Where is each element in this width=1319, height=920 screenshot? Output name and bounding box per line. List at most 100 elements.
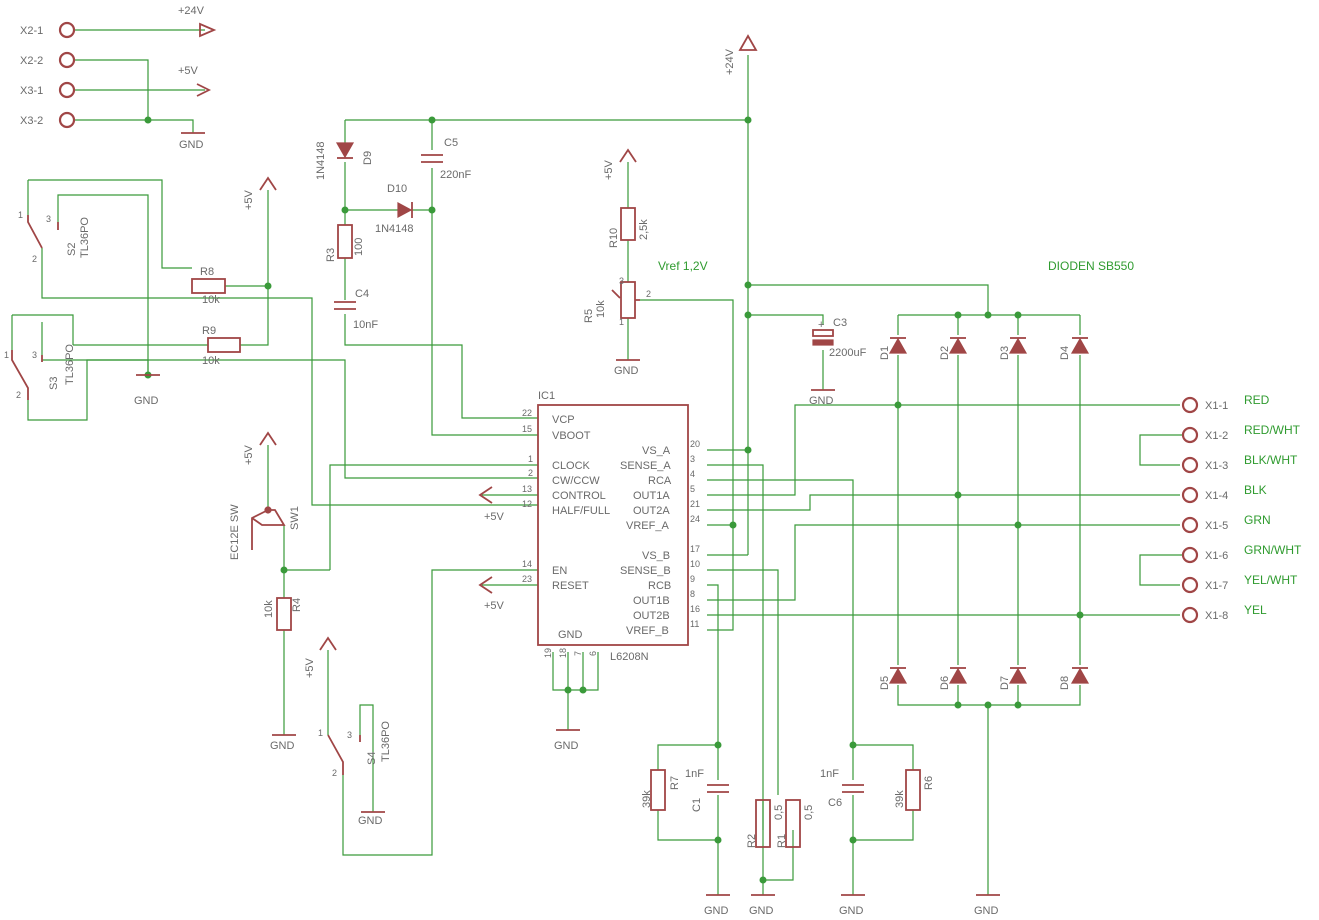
pin-name: HALF/FULL (552, 505, 610, 517)
pin-name: VCP (552, 414, 575, 426)
diode-d1: D1 (879, 337, 908, 360)
svg-text:TL36PO: TL36PO (64, 344, 76, 385)
supply-label: +24V (724, 48, 736, 75)
pin-num: 10 (690, 559, 700, 569)
svg-text:1: 1 (4, 350, 9, 360)
svg-text:1: 1 (18, 210, 23, 220)
port-x1-1: X1-1 (1205, 400, 1228, 412)
arrow-up-icon (259, 176, 277, 191)
svg-text:R3: R3 (325, 248, 337, 262)
pin-num: 17 (690, 544, 700, 554)
wire-blk-wht: BLK/WHT (1244, 453, 1298, 467)
gnd-label: GND (809, 395, 834, 407)
svg-text:3: 3 (619, 276, 624, 286)
svg-text:D5: D5 (879, 676, 891, 690)
svg-text:2,5k: 2,5k (638, 219, 650, 240)
note-vref: Vref 1,2V (658, 259, 708, 273)
pin-num: 24 (690, 514, 700, 524)
svg-text:D4: D4 (1059, 346, 1071, 360)
wire-color-labels: RED RED/WHT BLK/WHT BLK GRN GRN/WHT YEL/… (658, 259, 1302, 617)
svg-text:2: 2 (332, 768, 337, 778)
resistor-r4: 10k R4 (263, 597, 303, 631)
gnd-label: GND (749, 905, 774, 917)
svg-text:10k: 10k (202, 355, 220, 367)
svg-text:10k: 10k (263, 600, 275, 618)
port-x1-8: X1-8 (1205, 610, 1228, 622)
svg-text:C4: C4 (355, 288, 369, 300)
wire-grn-wht: GRN/WHT (1244, 543, 1302, 557)
switch-sw1: EC12E SW SW1 (229, 504, 301, 560)
svg-text:1nF: 1nF (820, 768, 839, 780)
svg-text:R2: R2 (746, 834, 758, 848)
gnd-label: GND (554, 740, 579, 752)
svg-text:D10: D10 (387, 183, 407, 195)
pin-name: OUT2B (633, 610, 670, 622)
svg-text:0,5: 0,5 (773, 805, 785, 820)
gnd-label: GND (358, 815, 383, 827)
pin-num: 22 (522, 408, 532, 418)
arrow-up-icon (619, 148, 637, 163)
svg-text:S2: S2 (66, 243, 78, 256)
svg-text:D3: D3 (999, 346, 1011, 360)
wire-yel: YEL (1244, 603, 1267, 617)
pin-num: 23 (522, 574, 532, 584)
pin-num: 16 (690, 604, 700, 614)
gnd-label: GND (839, 905, 864, 917)
arrow-up-icon (319, 636, 337, 651)
pin-num: 13 (522, 484, 532, 494)
svg-text:D7: D7 (999, 676, 1011, 690)
svg-text:C3: C3 (833, 317, 847, 329)
wire-grn: GRN (1244, 513, 1271, 527)
pin-num: 2 (528, 468, 533, 478)
capacitor-c5: C5 220nF (421, 137, 471, 181)
arrow-left-icon (478, 576, 493, 594)
wire-red-wht: RED/WHT (1244, 423, 1301, 437)
diode-d8: D8 (1059, 667, 1090, 690)
supply-label: +5V (178, 65, 199, 77)
svg-text:2: 2 (32, 254, 37, 264)
supply-label: +5V (243, 444, 255, 465)
svg-text:220nF: 220nF (440, 169, 471, 181)
diode-d3: D3 (999, 337, 1028, 360)
svg-text:C1: C1 (691, 798, 703, 812)
supply-label: +5V (484, 600, 505, 612)
svg-text:R4: R4 (291, 598, 303, 612)
pin-name: VS_A (642, 445, 671, 457)
note-dioden: DIODEN SB550 (1048, 259, 1134, 273)
svg-text:C6: C6 (828, 797, 842, 809)
port-x3-2: X3-2 (20, 115, 43, 127)
svg-text:2: 2 (646, 289, 651, 299)
diode-d2: D2 (939, 337, 968, 360)
wires (11, 29, 1195, 895)
svg-text:R7: R7 (669, 776, 681, 790)
svg-text:SW1: SW1 (289, 506, 301, 530)
pin-num: 1 (528, 454, 533, 464)
svg-text:1nF: 1nF (685, 768, 704, 780)
pin-num: 6 (588, 651, 598, 656)
pin-name: VREF_A (626, 520, 669, 532)
svg-text:D8: D8 (1059, 676, 1071, 690)
port-x1-6: X1-6 (1205, 550, 1228, 562)
pin-name: OUT2A (633, 505, 670, 517)
diode-d7: D7 (999, 667, 1028, 690)
supply-label: +5V (304, 657, 316, 678)
supply-label: +5V (603, 159, 615, 180)
capacitor-c1: 1nF C1 (685, 768, 729, 812)
gnd-label: GND (614, 365, 639, 377)
supply-label: +5V (243, 189, 255, 210)
svg-text:1N4148: 1N4148 (375, 223, 414, 235)
pin-name: EN (552, 565, 567, 577)
supply-label: +24V (178, 5, 205, 17)
wire-red: RED (1244, 393, 1270, 407)
svg-text:C5: C5 (444, 137, 458, 149)
svg-text:1: 1 (318, 728, 323, 738)
pin-num: 20 (690, 439, 700, 449)
pin-name: CLOCK (552, 460, 591, 472)
